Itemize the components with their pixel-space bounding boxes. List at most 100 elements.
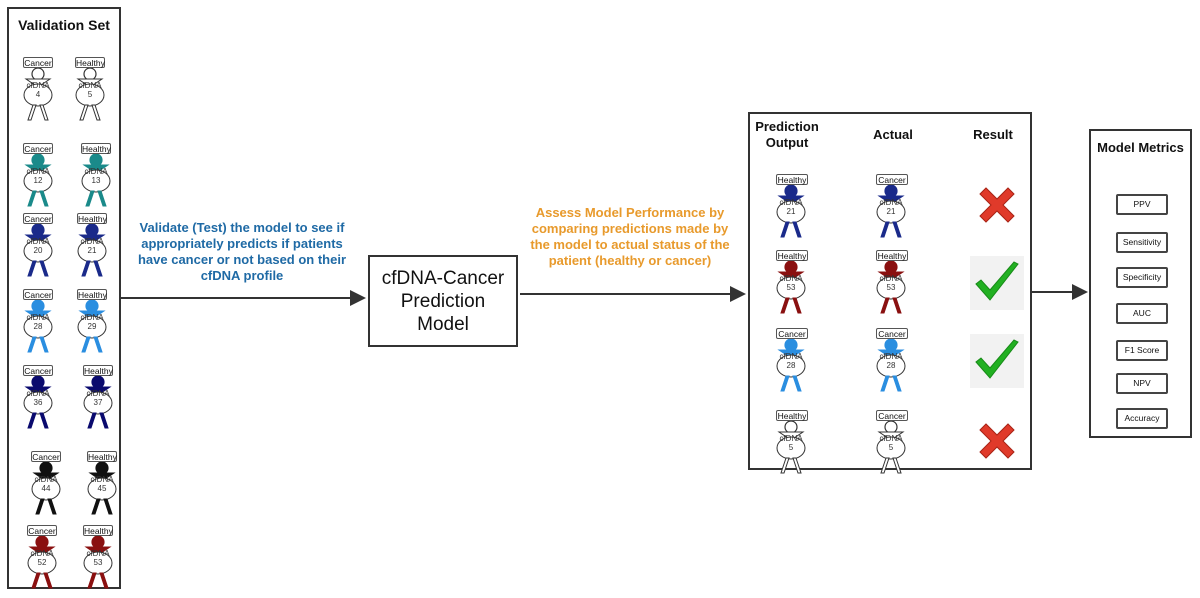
person-icon [77, 223, 107, 277]
metric-item: NPV [1116, 373, 1168, 394]
status-label: Healthy [776, 410, 808, 421]
person-icon [83, 535, 113, 589]
sample-number: 12 [33, 176, 43, 185]
sample-number: 37 [93, 398, 103, 407]
status-label: Healthy [776, 250, 808, 261]
validation-set-title: Validation Set [18, 17, 110, 33]
status-label: Cancer [23, 57, 53, 68]
result-correct [970, 334, 1024, 388]
person-icon [23, 299, 53, 353]
person-icon [75, 67, 105, 121]
person-icon [27, 535, 57, 589]
person-icon [776, 184, 806, 238]
cfdna-text: cfDNA [779, 352, 803, 361]
cfdna-text: cfDNA [779, 434, 803, 443]
sample-number: 36 [33, 398, 43, 407]
sample-number: 45 [97, 484, 107, 493]
cfdna-text: cfDNA [26, 81, 50, 90]
status-label: Healthy [83, 365, 113, 376]
sample-number: 28 [33, 322, 43, 331]
person-icon [876, 184, 906, 238]
status-label: Cancer [776, 328, 808, 339]
status-label: Healthy [77, 213, 107, 224]
person-icon [23, 375, 53, 429]
result-incorrect [970, 416, 1024, 470]
metric-item: Specificity [1116, 267, 1168, 288]
person-icon [81, 153, 111, 207]
sample-number: 5 [788, 443, 794, 452]
sample-number: 28 [786, 361, 796, 370]
person-icon [776, 338, 806, 392]
person-icon [23, 223, 53, 277]
status-label: Healthy [75, 57, 105, 68]
status-label: Healthy [87, 451, 117, 462]
status-label: Cancer [876, 410, 908, 421]
sample-number: 29 [87, 322, 97, 331]
metric-item: F1 Score [1116, 340, 1168, 361]
assess-description: Assess Model Performance by comparing pr… [530, 205, 730, 268]
metric-item: AUC [1116, 303, 1168, 324]
cfdna-text: cfDNA [779, 274, 803, 283]
sample-number: 53 [886, 283, 896, 292]
status-label: Cancer [23, 213, 53, 224]
status-label: Cancer [876, 174, 908, 185]
cfdna-text: cfDNA [78, 81, 102, 90]
result-correct [970, 256, 1024, 310]
person-icon [83, 375, 113, 429]
cfdna-text: cfDNA [879, 274, 903, 283]
status-label: Cancer [23, 289, 53, 300]
cfdna-text: cfDNA [86, 389, 110, 398]
metric-item: Sensitivity [1116, 232, 1168, 253]
sample-number: 21 [786, 207, 796, 216]
cross-icon [979, 423, 1015, 459]
status-label: Cancer [23, 143, 53, 154]
cfdna-text: cfDNA [30, 549, 54, 558]
metric-item: Accuracy [1116, 408, 1168, 429]
checkmark-icon [970, 256, 1024, 310]
cross-icon [979, 187, 1015, 223]
checkmark-icon [970, 334, 1024, 388]
model-metrics-title: Model Metrics [1097, 140, 1184, 155]
cfdna-text: cfDNA [86, 549, 110, 558]
prediction-model-box: cfDNA-Cancer Prediction Model [368, 255, 518, 347]
cfdna-text: cfDNA [879, 352, 903, 361]
cfdna-text: cfDNA [80, 237, 104, 246]
cfdna-text: cfDNA [26, 167, 50, 176]
status-label: Cancer [31, 451, 61, 462]
sample-number: 53 [786, 283, 796, 292]
status-label: Healthy [83, 525, 113, 536]
cfdna-text: cfDNA [879, 198, 903, 207]
person-icon [87, 461, 117, 515]
sample-number: 21 [886, 207, 896, 216]
